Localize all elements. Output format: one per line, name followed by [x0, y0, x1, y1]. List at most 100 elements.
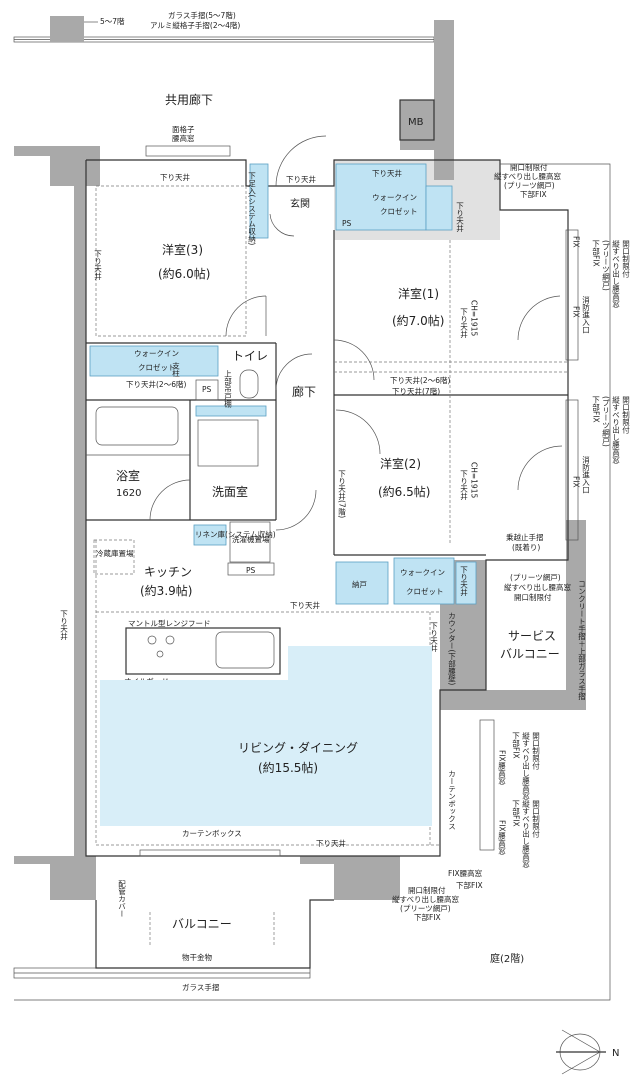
- clothes-hanger-label: 物干金物: [182, 952, 212, 962]
- washroom-door: [275, 489, 317, 531]
- kitchen-label: キッチン: [144, 565, 192, 579]
- fix-label-3: FIX: [572, 476, 581, 488]
- bedroom2-ch: CH=1915: [470, 462, 479, 498]
- upper-cabinet-label: 上部吊戸棚: [223, 370, 232, 409]
- kitchen-size: (約3.9帖): [140, 583, 192, 598]
- bedroom3-ceiling: 下り天井: [160, 172, 190, 182]
- lattice-window-label-1: 面格子: [172, 124, 195, 134]
- ps-box-3: [227, 562, 275, 576]
- handrail-outer-label: 乗越止手摺: [506, 532, 544, 542]
- bedroom3-size: (約6.0帖): [158, 266, 210, 281]
- ps-label-3: PS: [246, 566, 256, 575]
- ceiling-7: 下り天井(7階): [392, 386, 440, 396]
- walkin-closet-3-label-2: クロゼット: [138, 362, 176, 372]
- side-window-1: [565, 229, 579, 361]
- bedroom2-ceiling-side: 下り天井: [459, 470, 468, 502]
- ldk-label: リビング・ダイニング: [238, 740, 358, 755]
- walkin-closet-1-b: [425, 185, 453, 231]
- railing-lower-label: アルミ縦格子手摺(2～4階): [150, 20, 240, 30]
- linen-label: リネン庫(システム収納): [195, 529, 276, 539]
- bedroom3-door: [225, 295, 267, 337]
- bedroom3-label: 洋室(3): [162, 242, 203, 257]
- garden-label: 庭(2階): [490, 952, 524, 965]
- bedroom1-label: 洋室(1): [398, 286, 439, 301]
- walkin-closet-3-label-1: ウォークイン: [134, 349, 179, 358]
- entrance-label: 玄関: [290, 197, 310, 210]
- bath-door: [149, 479, 191, 521]
- washer-label: 洗濯機置場: [232, 534, 270, 544]
- walkin-closet-3-ceiling: 下り天井(2～6階): [126, 379, 186, 389]
- fridge-space: [93, 539, 135, 575]
- walkin-closet-1-ceiling: 下り天井: [372, 168, 402, 178]
- ldk-side-window: [479, 719, 495, 851]
- ceiling-2-6: 下り天井(2～6階): [390, 375, 450, 385]
- window-side-label-7: (プリーツ網戸): [601, 396, 610, 447]
- bedroom3-ceiling-side: 下り天井: [93, 250, 102, 281]
- window-side-label-6: 縦すべり出し腰高窓: [611, 395, 620, 464]
- toilet-label: トイレ: [232, 349, 268, 363]
- walkin-closet-1-label-1: ウォークイン: [372, 193, 417, 202]
- bedroom2-balcony-door: [517, 445, 563, 491]
- window-ldk-label-4: 開口制限付: [531, 800, 540, 839]
- entrance-ceiling-label: 下り天井: [286, 174, 316, 184]
- fix-lower-south: 下部FIX: [456, 880, 483, 890]
- bedroom2-ceiling-7: 下り天井(7階): [337, 470, 346, 519]
- walkin-closet-2: [393, 557, 455, 605]
- sink: [215, 631, 275, 669]
- railing-upper-label: ガラス手摺(5～7階): [168, 10, 236, 20]
- counter-label: カウンター(下部腰壁): [447, 612, 456, 686]
- mb-box: [399, 99, 435, 141]
- fix-label-1: FIX: [572, 236, 581, 248]
- common-corridor-label: 共用廊下: [165, 92, 213, 107]
- window-ldk-label-6: 下部FIX: [511, 800, 520, 827]
- bath-label: 浴室: [116, 468, 140, 483]
- window-side-label-5: 開口制限付: [621, 396, 630, 435]
- ldk-ceiling: 下り天井: [316, 838, 346, 848]
- washer-space: [229, 521, 271, 563]
- fix-label-2: FIX: [572, 306, 581, 318]
- storage-label: 納戸: [352, 579, 367, 589]
- bedroom1-ceiling-side: 下り天井: [459, 308, 468, 340]
- mb-label: MB: [408, 117, 424, 128]
- entrance-door: [275, 135, 327, 187]
- kitchen-ceiling: 下り天井: [290, 600, 320, 610]
- stove-burner-3: [156, 650, 164, 658]
- pleats-screen-label: (プリーツ網戸): [510, 572, 561, 582]
- side-window-2: [565, 399, 579, 541]
- window-nw-label-2: 縦すべり出し腰高窓: [494, 171, 561, 181]
- toilet-ps: [195, 379, 219, 401]
- stove-burner-1: [147, 635, 157, 645]
- window-side-label-3: (プリーツ網戸): [601, 240, 610, 291]
- walkin-closet-1: [335, 163, 427, 231]
- floors-5-7-label: 5～7階: [100, 16, 125, 26]
- window-nw-label-3: (プリーツ網戸): [504, 180, 555, 190]
- window-nw-label-4: 下部FIX: [520, 189, 547, 199]
- window-ldk-label-1: 開口制限付: [531, 732, 540, 771]
- fire-entry-2: 消防進入口: [581, 455, 590, 494]
- wash-basin: [197, 419, 259, 467]
- bedroom2-label: 洋室(2): [380, 456, 421, 471]
- ldk-window: [139, 849, 281, 857]
- bedroom1-ch: CH=1915: [470, 300, 479, 336]
- ldk-size: (約15.5帖): [258, 760, 318, 775]
- service-balcony-label: サービス: [508, 629, 556, 643]
- pillar-label: 支柱: [171, 361, 180, 379]
- window-s-label-3: (プリーツ網戸): [400, 903, 451, 913]
- ps-label-2: PS: [202, 385, 212, 394]
- lattice-window: [145, 145, 231, 157]
- toilet-fixture: [239, 369, 259, 399]
- bedroom1-door: [333, 339, 375, 381]
- walkin-closet-2-label-1: ウォークイン: [400, 568, 445, 577]
- toilet-door: [275, 353, 313, 391]
- linen-storage: [193, 524, 227, 546]
- shoe-door: [269, 213, 295, 237]
- window-s-label-4: 下部FIX: [414, 912, 441, 922]
- counter-ceiling: 下り天井: [429, 622, 438, 654]
- north-compass: N: [556, 1029, 619, 1075]
- balcony-label: バルコニー: [172, 917, 232, 931]
- top-railing: 5～7階 ガラス手摺(5～7階) アルミ縦格子手摺(2～4階): [13, 10, 435, 43]
- window-nw-label-1: 開口制限付: [510, 162, 548, 172]
- window-side-label-8: 下部FIX: [591, 396, 600, 423]
- bedroom2-size: (約6.5帖): [378, 484, 430, 499]
